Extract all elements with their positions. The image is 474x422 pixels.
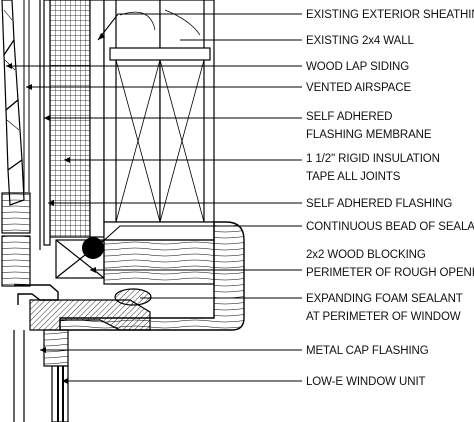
label-self-adhered: SELF ADHERED	[306, 111, 392, 123]
label-perimeter-window: AT PERIMETER OF WINDOW	[306, 311, 461, 323]
label-self-adhered-flashing: SELF ADHERED FLASHING	[306, 198, 452, 210]
callout-labels: EXISTING EXTERIOR SHEATHING EXISTING 2x4…	[306, 9, 474, 388]
vented-airspace	[23, 0, 30, 192]
label-rough-opening: PERIMETER OF ROUGH OPENING	[306, 267, 474, 279]
label-expanding-foam: EXPANDING FOAM SEALANT	[306, 293, 463, 305]
label-flashing-membrane: FLASHING MEMBRANE	[306, 129, 432, 141]
stud-wall	[103, 0, 215, 223]
lower-siding-block	[1, 192, 31, 287]
window-unit	[13, 329, 69, 422]
label-tape-joints: TAPE ALL JOINTS	[306, 171, 401, 183]
label-low-e-window: LOW-E WINDOW UNIT	[306, 376, 426, 388]
label-rigid-insulation: 1 1/2" RIGID INSULATION	[306, 153, 440, 165]
label-sealant-bead: CONTINUOUS BEAD OF SEALANT	[306, 221, 474, 233]
label-2x4-wall: EXISTING 2x4 WALL	[306, 35, 415, 47]
label-wood-lap-siding: WOOD LAP SIDING	[306, 61, 409, 73]
wood-lap-siding	[1, 0, 25, 206]
label-wood-blocking: 2x2 WOOD BLOCKING	[306, 249, 426, 261]
label-metal-cap-flashing: METAL CAP FLASHING	[306, 345, 429, 357]
expanding-foam	[114, 288, 152, 306]
sealant-bead	[82, 237, 104, 259]
label-vented-airspace: VENTED AIRSPACE	[306, 82, 411, 94]
leader-arrows	[6, 33, 105, 384]
label-exterior-sheathing: EXISTING EXTERIOR SHEATHING	[306, 9, 474, 21]
leader-lines	[6, 13, 302, 382]
flashing-membrane	[43, 0, 51, 246]
metal-cap-flashing	[14, 284, 59, 305]
